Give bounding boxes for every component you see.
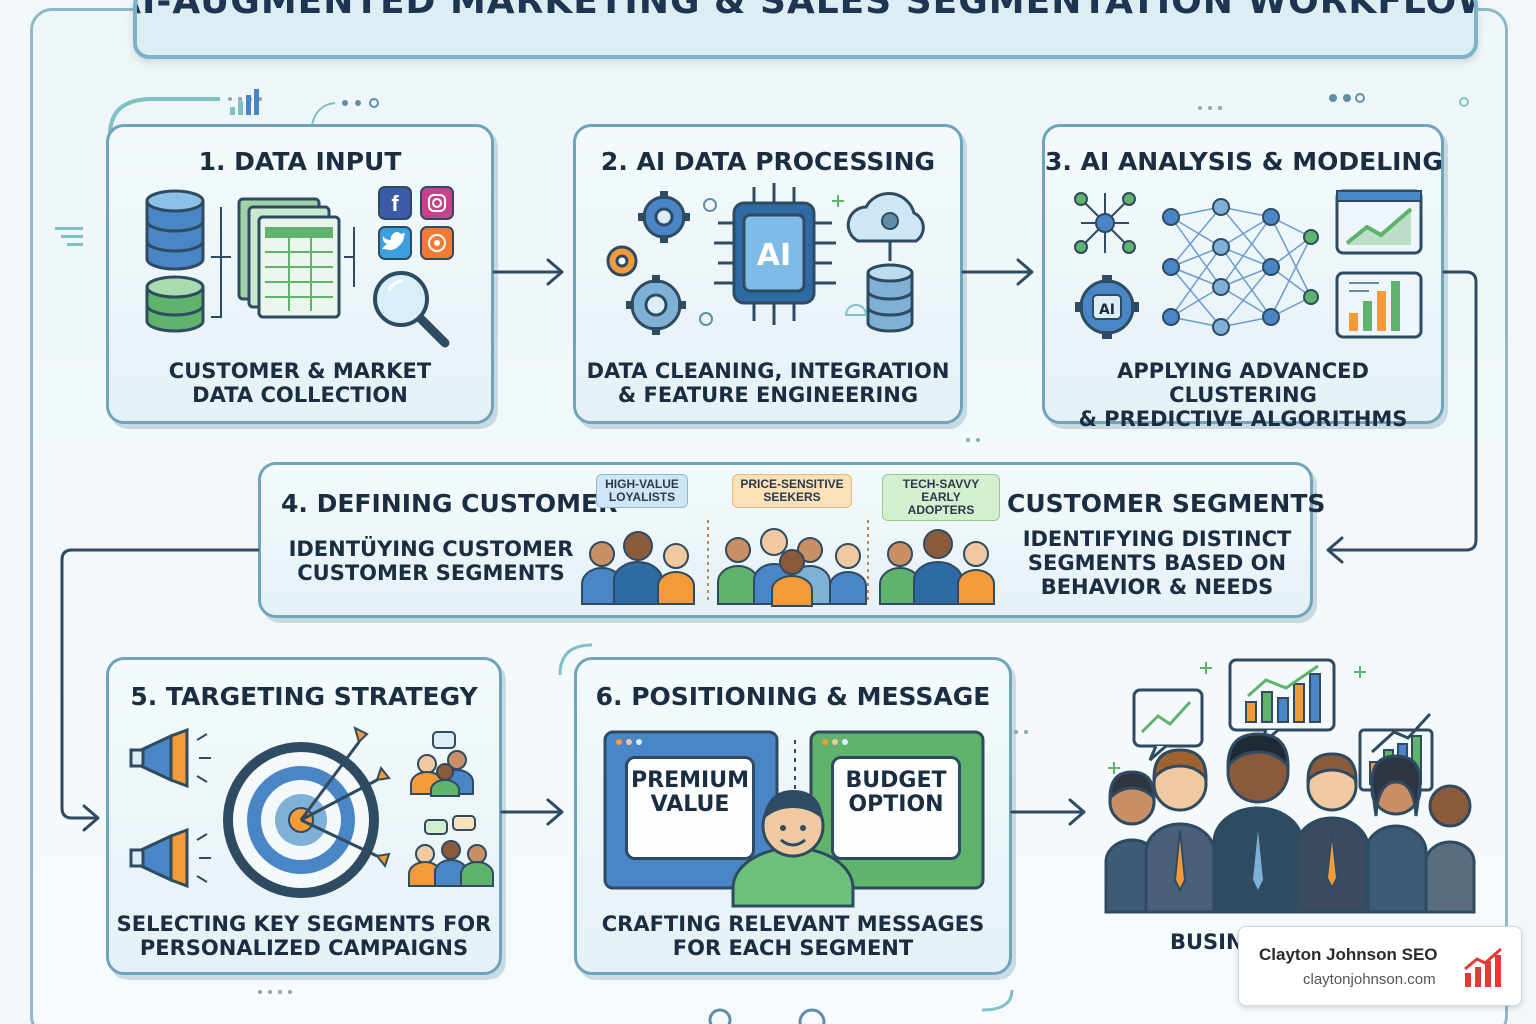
step-card-targeting: 5. TARGETING STRATEGY bbox=[106, 657, 502, 975]
message-bubble-budget: BUDGET OPTION bbox=[831, 756, 961, 860]
decor-top-right bbox=[1198, 93, 1469, 110]
segment-tag-high-value: HIGH-VALUE LOYALISTS bbox=[596, 474, 688, 508]
step-title: 5. TARGETING STRATEGY bbox=[130, 682, 478, 711]
step-caption: CUSTOMER & MARKET DATA COLLECTION bbox=[168, 359, 432, 407]
ai-gear-label: AI bbox=[1099, 302, 1115, 318]
step-title: 6. POSITIONING & MESSAGE bbox=[595, 682, 991, 711]
decor-top-left bbox=[108, 89, 379, 136]
step-title: 1. DATA INPUT bbox=[198, 147, 402, 176]
step-card-ai-processing: 2. AI DATA PROCESSING AI bbox=[573, 124, 963, 424]
step-title-right: CUSTOMER SEGMENTS bbox=[1007, 489, 1326, 518]
step-title: 2. AI DATA PROCESSING bbox=[600, 147, 936, 176]
step-card-positioning: 6. POSITIONING & MESSAGE PREMIUM VALUE B… bbox=[574, 657, 1012, 975]
step-caption-right: IDENTIFYING DISTINCT SEGMENTS BASED ON B… bbox=[1022, 527, 1292, 599]
ai-processing-icon: AI bbox=[606, 183, 925, 335]
title-banner: AI-AUGMENTED MARKETING & SALES SEGMENTAT… bbox=[133, 0, 1478, 59]
step-caption: DATA CLEANING, INTEGRATION & FEATURE ENG… bbox=[586, 359, 950, 407]
decor-left-lines bbox=[55, 227, 83, 246]
step-caption: CRAFTING RELEVANT MESSAGES FOR EACH SEGM… bbox=[601, 912, 985, 960]
growth-chart-icon bbox=[1464, 947, 1502, 987]
step-card-data-input: 1. DATA INPUT f bbox=[106, 124, 494, 424]
segment-tag-price-sensitive: PRICE-SENSITIVE SEEKERS bbox=[732, 474, 852, 508]
page-title: AI-AUGMENTED MARKETING & SALES SEGMENTAT… bbox=[133, 0, 1478, 22]
step-caption: APPLYING ADVANCED CLUSTERING & PREDICTIV… bbox=[1078, 359, 1408, 431]
svg-text:f: f bbox=[391, 191, 399, 216]
customer-groups-icon bbox=[581, 520, 995, 607]
ai-chip-label: AI bbox=[757, 238, 791, 273]
step-caption: SELECTING KEY SEGMENTS FOR PERSONALIZED … bbox=[116, 912, 492, 960]
neural-network-icon: AI bbox=[1074, 189, 1423, 339]
step-caption: IDENTÜYING CUSTOMER CUSTOMER SEGMENTS bbox=[288, 537, 574, 585]
brand-url: claytonjohnson.com bbox=[1303, 971, 1436, 988]
outcome-label: BUSIN bbox=[1170, 930, 1240, 954]
target-strategy-icon bbox=[129, 726, 494, 898]
brand-badge[interactable]: Clayton Johnson SEO claytonjohnson.com bbox=[1238, 926, 1522, 1006]
business-team-icon bbox=[1104, 658, 1476, 914]
data-sources-icon: f bbox=[145, 186, 454, 348]
message-bubble-premium: PREMIUM VALUE bbox=[625, 756, 755, 860]
step-card-ai-analysis: 3. AI ANALYSIS & MODELING AI bbox=[1042, 124, 1444, 431]
brand-name: Clayton Johnson SEO bbox=[1259, 945, 1438, 964]
step-title: 3. AI ANALYSIS & MODELING bbox=[1045, 147, 1443, 176]
step-title: 4. DEFINING CUSTOMER bbox=[281, 489, 618, 518]
segment-tag-tech-savvy: TECH-SAVVY EARLY ADOPTERS bbox=[882, 474, 1000, 521]
